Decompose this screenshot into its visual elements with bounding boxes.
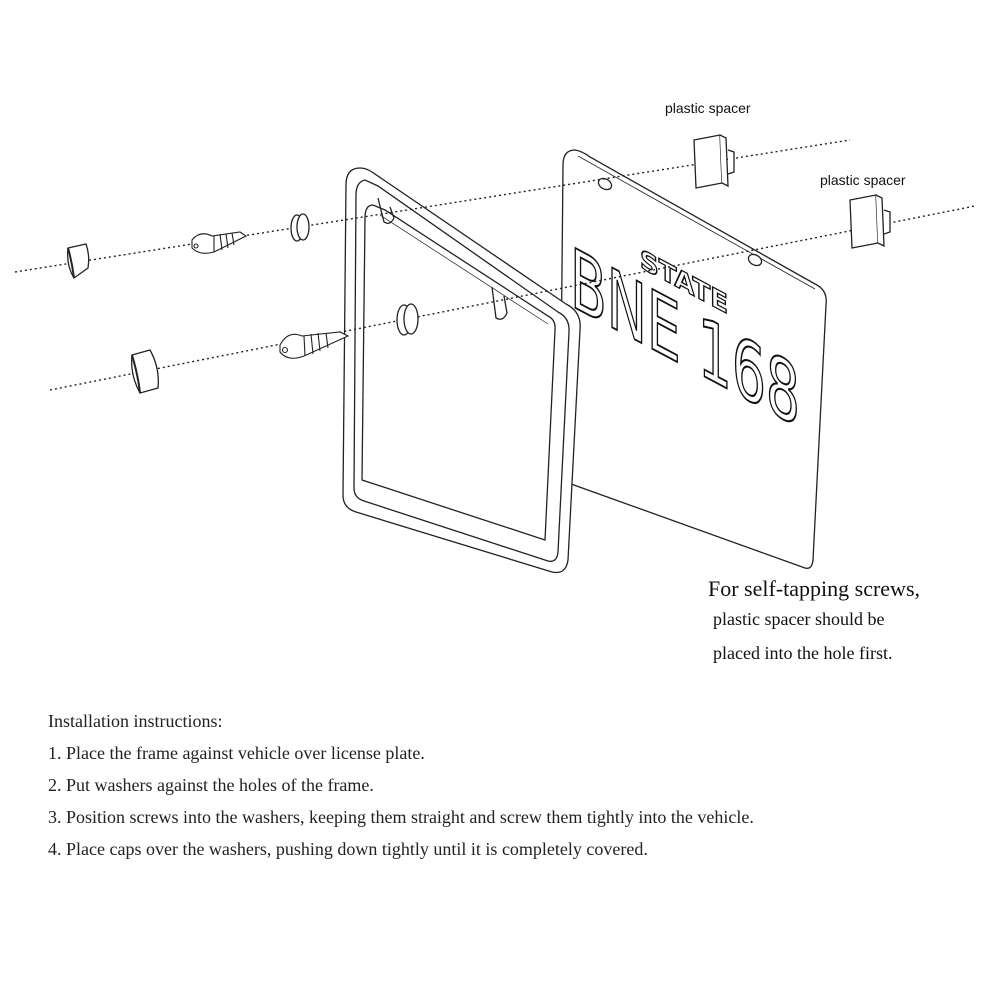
instruction-step: 4. Place caps over the washers, pushing … <box>48 839 648 859</box>
label-plastic-spacer-right: plastic spacer <box>820 172 906 188</box>
plastic-spacer-top <box>693 134 735 189</box>
washer-bottom <box>396 303 419 336</box>
instruction-step: 2. Put washers against the holes of the … <box>48 775 374 795</box>
cap-top <box>66 243 90 279</box>
assembly-axis-lines <box>14 139 976 391</box>
instructions-title: Installation instructions: <box>48 711 223 731</box>
instruction-step: 3. Position screws into the washers, kee… <box>48 807 754 827</box>
note-line-2: plastic spacer should be <box>713 609 885 629</box>
note-line-3: placed into the hole first. <box>713 643 893 663</box>
note-line-1: For self-tapping screws, <box>708 576 921 601</box>
license-plate: STATE BNE 168 <box>559 149 827 569</box>
plastic-spacer-right <box>849 194 891 249</box>
cap-bottom <box>131 349 159 394</box>
installation-instructions: Installation instructions: 1. Place the … <box>48 705 754 865</box>
washer-top <box>290 213 310 242</box>
license-frame <box>342 167 581 574</box>
screw-bottom <box>279 331 350 359</box>
instruction-step: 1. Place the frame against vehicle over … <box>48 743 425 763</box>
screw-top <box>191 231 248 254</box>
label-plastic-spacer-top: plastic spacer <box>665 100 751 116</box>
